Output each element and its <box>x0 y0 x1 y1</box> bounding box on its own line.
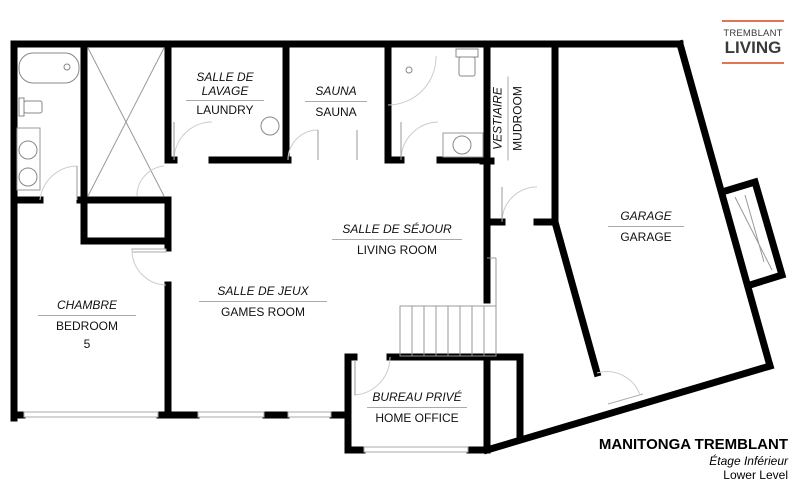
label-rule <box>367 407 467 408</box>
logo-line2: LIVING <box>724 38 782 57</box>
level-fr: Étage Inférieur <box>709 454 788 468</box>
tremblant-living-logo: TREMBLANT LIVING <box>722 20 784 64</box>
bedroom-number: 5 <box>83 337 91 351</box>
room-label-games-room: SALLE DE JEUX GAMES ROOM <box>199 284 327 320</box>
mudroom-en: MUDROOM <box>510 86 525 151</box>
laundry-en: LAUNDRY <box>196 103 254 117</box>
property-name: MANITONGA TREMBLANT <box>598 436 788 453</box>
room-label-laundry: SALLE DE LAVAGE LAUNDRY <box>180 70 270 118</box>
level-en: Lower Level <box>723 468 788 482</box>
room-label-living-room: SALLE DE SÉJOUR LIVING ROOM <box>332 222 462 258</box>
sauna-fr: SAUNA <box>315 84 357 98</box>
title-block: MANITONGA TREMBLANT Étage Inférieur Lowe… <box>599 436 788 482</box>
label-rule <box>332 239 462 240</box>
storage-x <box>87 47 773 271</box>
mudroom-fr: VESTIAIRE <box>490 87 505 150</box>
door-swings <box>39 55 641 396</box>
label-rule <box>38 315 136 316</box>
windows <box>23 248 644 453</box>
laundry-fr-line2: LAVAGE <box>201 84 249 98</box>
fixtures <box>16 48 484 191</box>
stairs <box>399 257 497 357</box>
laundry-fr-line1: SALLE DE <box>196 70 254 84</box>
room-label-bedroom: CHAMBRE BEDROOM 5 <box>38 298 136 352</box>
label-rule <box>186 100 264 101</box>
logo-line1: TREMBLANT <box>723 28 783 39</box>
walls <box>10 39 787 455</box>
bedroom-en: BEDROOM <box>55 319 118 333</box>
garage-en: GARAGE <box>620 230 672 244</box>
room-label-mudroom: VESTIAIRE MUDROOM <box>490 76 526 161</box>
games-room-en: GAMES ROOM <box>220 305 305 319</box>
room-label-home-office: BUREAU PRIVÉ HOME OFFICE <box>367 390 467 426</box>
label-rule <box>305 101 367 102</box>
sauna-en: SAUNA <box>315 105 357 119</box>
label-rule <box>608 226 684 227</box>
home-office-fr: BUREAU PRIVÉ <box>372 390 462 404</box>
logo-top-rule <box>722 20 784 22</box>
logo-bottom-rule <box>722 62 784 64</box>
room-label-garage: GARAGE GARAGE <box>608 209 684 245</box>
bedroom-fr: CHAMBRE <box>56 298 117 312</box>
room-label-sauna: SAUNA SAUNA <box>305 84 367 120</box>
label-rule <box>507 76 509 161</box>
living-room-fr: SALLE DE SÉJOUR <box>342 222 452 236</box>
games-room-fr: SALLE DE JEUX <box>217 284 309 298</box>
home-office-en: HOME OFFICE <box>375 411 459 425</box>
label-rule <box>199 301 327 302</box>
garage-fr: GARAGE <box>620 209 672 223</box>
living-room-en: LIVING ROOM <box>356 243 437 257</box>
